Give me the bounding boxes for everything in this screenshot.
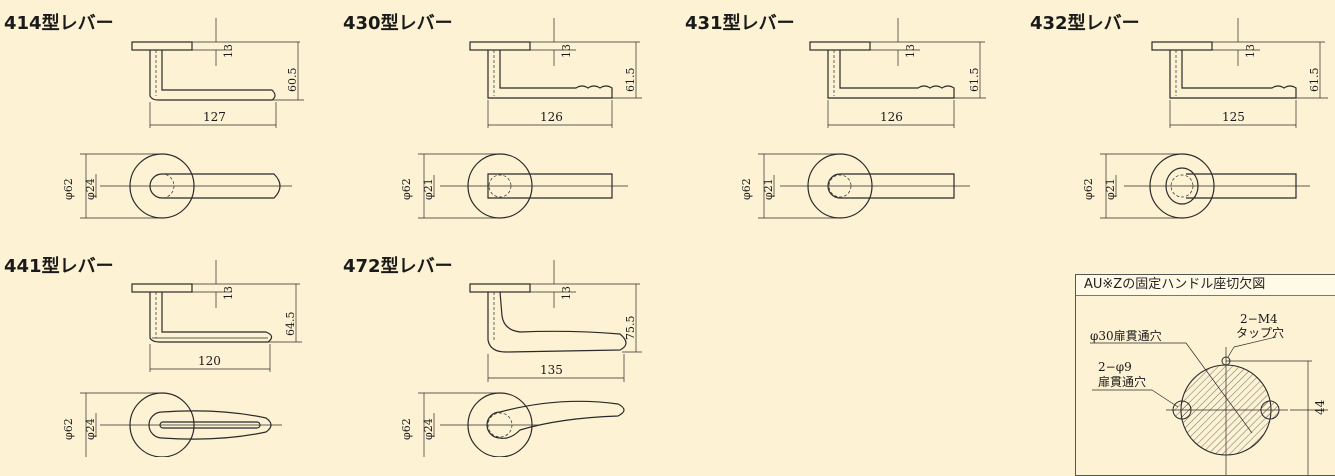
lever-414-front-view: [80, 153, 292, 219]
dim-rose-431: φ62: [740, 178, 753, 200]
dim-rose-414: φ62: [62, 178, 75, 200]
dim-pitch: 44: [1313, 399, 1327, 415]
dim-projection-472: 13: [560, 286, 573, 300]
dim-projection-441: 13: [222, 286, 235, 300]
dim-hole-441: φ24: [84, 418, 97, 440]
dim-height-431: 61.5: [968, 68, 981, 93]
dim-hole-432: φ21: [1104, 178, 1117, 200]
dim-hole-430: φ21: [422, 178, 435, 200]
lever-431-side-view: [809, 18, 986, 128]
lever-432-front-view: [1100, 153, 1310, 219]
dim-height-414: 60.5: [286, 68, 299, 93]
dim-length-432: 125: [1222, 110, 1245, 124]
lever-441-front-view: [80, 392, 282, 457]
panel-title-414: 414型レバー: [4, 13, 114, 34]
panel-title-441: 441型レバー: [4, 256, 114, 277]
dim-height-432: 61.5: [1308, 68, 1321, 93]
dim-hole-472: φ24: [422, 418, 435, 440]
lever-414-side-view: [131, 18, 304, 128]
lever-431-front-view: [758, 153, 970, 219]
dim-projection-432: 13: [1244, 44, 1257, 58]
fixing-diagram-title: AU※Zの固定ハンドル座切欠図: [1076, 275, 1335, 296]
lever-430-front-view: [418, 153, 628, 219]
dim-rose-430: φ62: [400, 178, 413, 200]
door-hole-label: φ30扉貫通穴: [1090, 328, 1162, 343]
dim-length-441: 120: [198, 354, 221, 368]
dim-length-430: 126: [540, 110, 563, 124]
panel-title-430: 430型レバー: [343, 13, 453, 34]
dim-hole-431: φ21: [762, 178, 775, 200]
panel-title-432: 432型レバー: [1030, 13, 1140, 34]
small-hole-label: 扉貫通穴: [1098, 374, 1146, 389]
dim-height-472: 75.5: [624, 316, 637, 341]
fixing-cutout-diagram: AU※Zの固定ハンドル座切欠図 2−M4 タップ穴 φ30扉貫通穴 2−φ9 扉…: [1075, 274, 1335, 476]
dim-length-472: 135: [540, 363, 563, 377]
dim-height-441: 64.5: [284, 312, 297, 337]
dim-rose-432: φ62: [1082, 178, 1095, 200]
lever-430-side-view: [469, 18, 642, 128]
dim-projection-414: 13: [222, 44, 235, 58]
lever-441-side-view: [131, 260, 302, 372]
panel-title-431: 431型レバー: [685, 13, 795, 34]
tap-hole-label: タップ穴: [1236, 325, 1284, 340]
drawings-canvas: 127 13 60.5 φ62 φ24 126 13 61.5: [62, 18, 1328, 457]
dim-length-414: 127: [203, 110, 226, 124]
dim-projection-431: 13: [904, 44, 917, 58]
small-hole-spec: 2−φ9: [1098, 360, 1132, 374]
lever-472-front-view: [418, 392, 625, 457]
dim-rose-441: φ62: [62, 418, 75, 440]
lever-432-side-view: [1151, 18, 1328, 128]
dim-height-430: 61.5: [624, 68, 637, 93]
dim-hole-414: φ24: [84, 178, 97, 200]
tap-hole-spec: 2−M4: [1240, 312, 1278, 326]
dim-projection-430: 13: [560, 44, 573, 58]
lever-472-side-view: [469, 260, 642, 382]
fixing-diagram-svg: 2−M4 タップ穴 φ30扉貫通穴 2−φ9 扉貫通穴 44: [1090, 312, 1328, 475]
dim-length-431: 126: [880, 110, 903, 124]
panel-title-472: 472型レバー: [343, 256, 453, 277]
dim-rose-472: φ62: [400, 418, 413, 440]
